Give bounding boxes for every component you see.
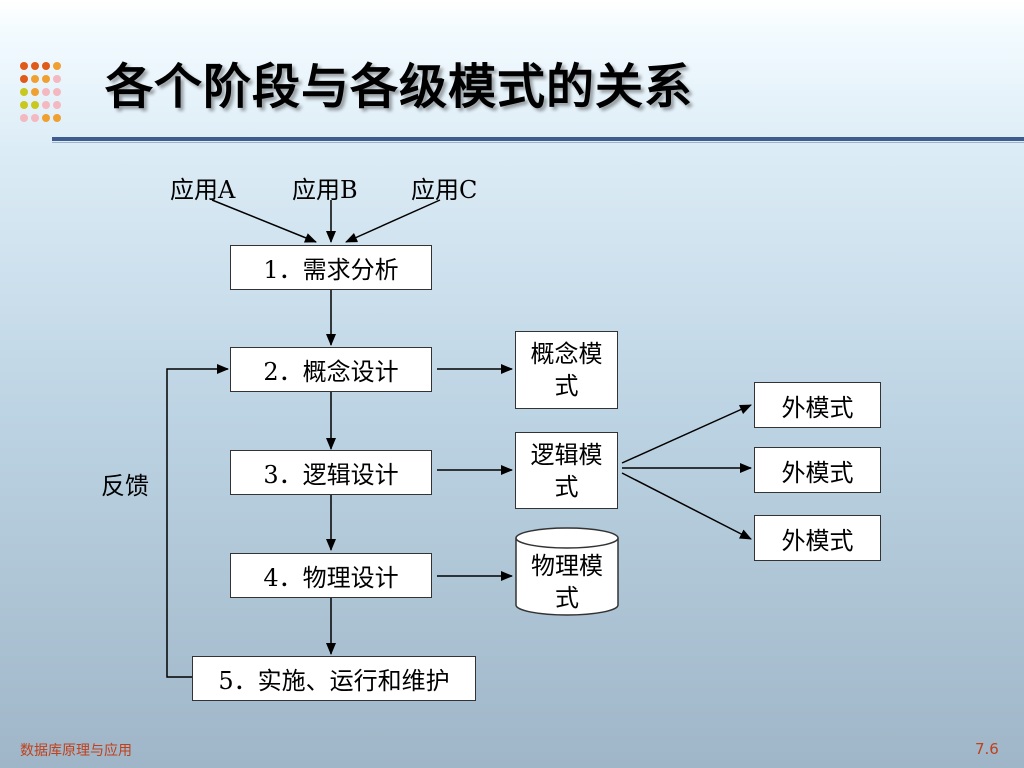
decorative-dot (31, 114, 39, 122)
decorative-dot (20, 62, 28, 70)
feedback-label: 反馈 (101, 472, 149, 500)
title-underline-thin (52, 142, 1024, 143)
external-schema-box-3: 外模式 (754, 515, 881, 561)
decorative-dot (31, 101, 39, 109)
arrow-app-a-to-requirements (211, 199, 317, 243)
logical-schema-box: 逻辑模式 (515, 432, 618, 509)
stage-implementation-maintenance: 5．实施、运行和维护 (192, 656, 476, 701)
decorative-dot (20, 114, 28, 122)
application-b-label: 应用B (292, 176, 358, 204)
external-schema-box-1: 外模式 (754, 382, 881, 428)
physical-schema-cylinder (515, 538, 619, 616)
stage-conceptual-design: 2．概念设计 (230, 347, 432, 392)
decorative-dot (53, 62, 61, 70)
decorative-dot (20, 88, 28, 96)
application-c-label: 应用C (411, 176, 478, 204)
decorative-dot (53, 101, 61, 109)
decorative-dot (42, 88, 50, 96)
external-schema-box-2: 外模式 (754, 447, 881, 493)
decorative-dot (42, 101, 50, 109)
decorative-dot (53, 88, 61, 96)
application-a-label: 应用A (170, 176, 236, 204)
decorative-dot (31, 62, 39, 70)
footer-page-number: 7.6 (975, 740, 999, 758)
physical-schema-cylinder-top (515, 527, 619, 549)
decorative-dot (53, 75, 61, 83)
physical-schema-label: 物理模式 (531, 552, 603, 612)
stage-physical-design: 4．物理设计 (230, 553, 432, 598)
title-underline (52, 137, 1024, 141)
slide-title: 各个阶段与各级模式的关系 (105, 59, 694, 115)
arrow-app-c-to-requirements (345, 199, 441, 243)
conceptual-schema-box: 概念模式 (515, 331, 618, 409)
decorative-dot-grid (20, 62, 72, 142)
stage-logical-design: 3．逻辑设计 (230, 450, 432, 495)
decorative-dot (20, 75, 28, 83)
decorative-dot (42, 62, 50, 70)
footer-course-name: 数据库原理与应用 (20, 743, 132, 759)
decorative-dot (31, 88, 39, 96)
decorative-dot (42, 114, 50, 122)
decorative-dot (20, 101, 28, 109)
decorative-dot (53, 114, 61, 122)
decorative-dot (31, 75, 39, 83)
decorative-dot (42, 75, 50, 83)
arrow-logical-to-external-3 (621, 472, 752, 540)
arrow-logical-to-external-1 (621, 404, 752, 464)
feedback-loop-arrow (166, 364, 229, 678)
stage-requirements-analysis: 1．需求分析 (230, 245, 432, 290)
